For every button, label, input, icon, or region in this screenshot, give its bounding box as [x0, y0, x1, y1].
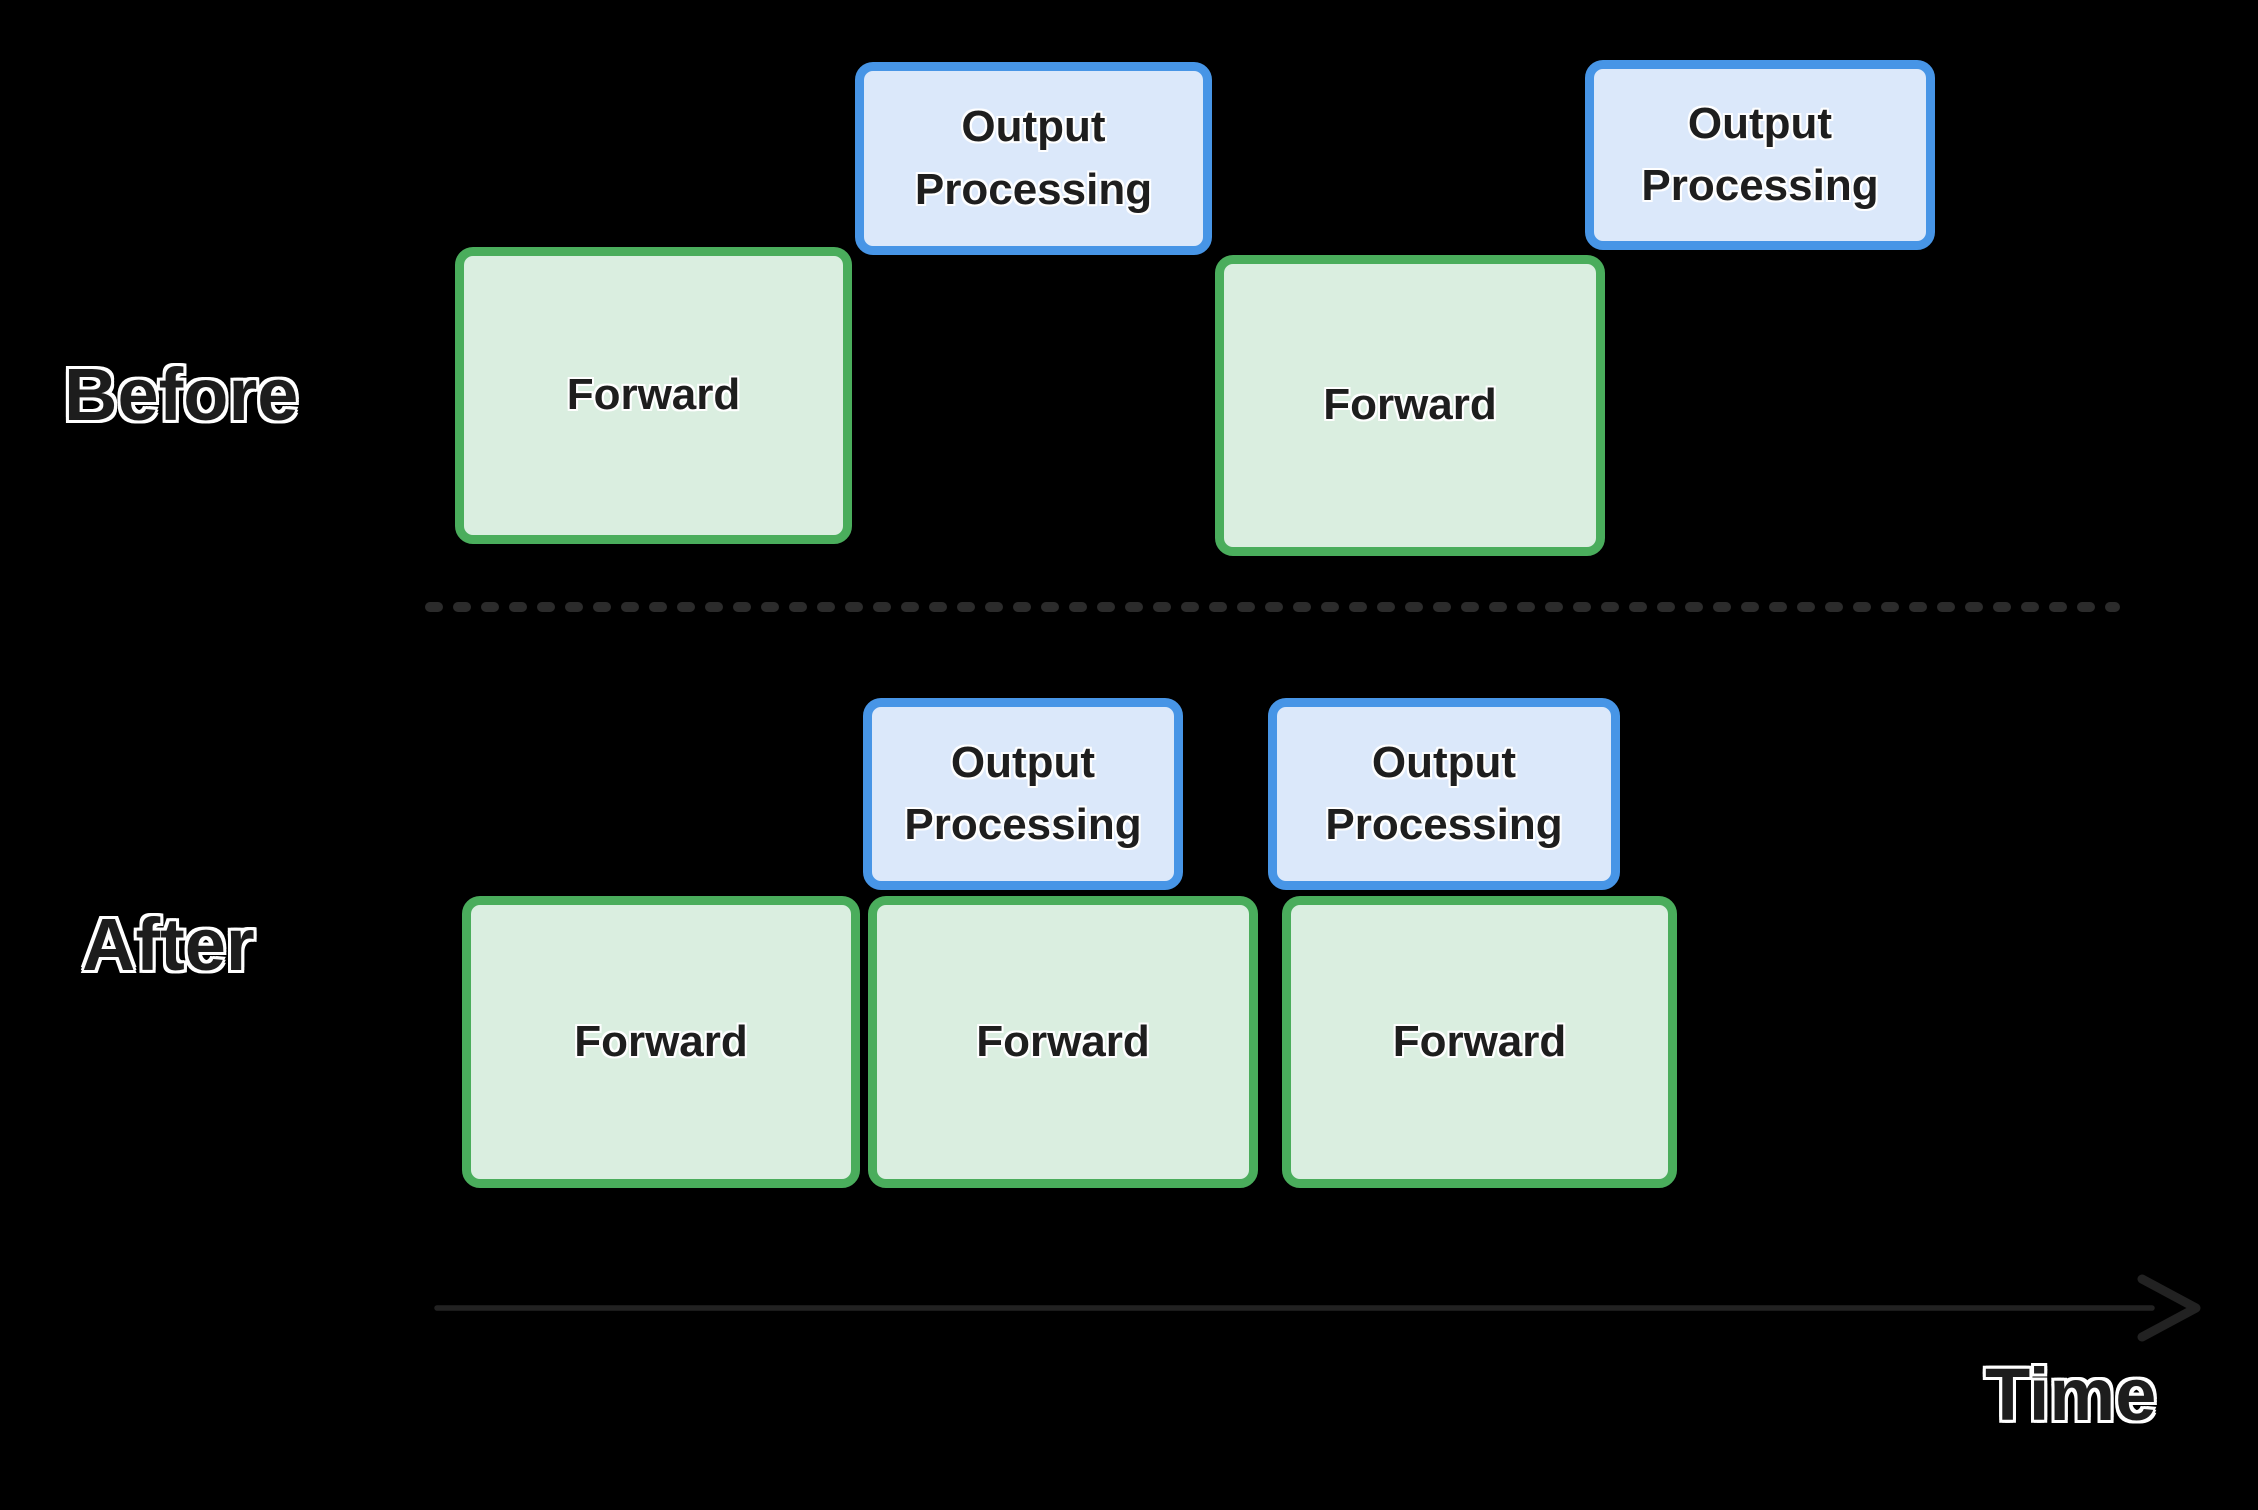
before-output-processing-box-2: Output Processing [1585, 60, 1935, 250]
after-output-processing-box-2-label: Output Processing [1325, 737, 1563, 849]
after-output-processing-box-1-label: Output Processing [904, 737, 1142, 849]
after-output-processing-box-2: Output Processing [1268, 698, 1620, 890]
after-forward-box-3-label: Forward [1392, 1016, 1567, 1066]
before-forward-box-2-label: Forward [1323, 380, 1497, 430]
after-row-label: After [82, 903, 255, 986]
before-forward-box-1: Forward [455, 247, 852, 544]
time-axis-arrowhead-icon [2137, 1274, 2201, 1342]
before-output-processing-box-2-label: Output Processing [1641, 98, 1879, 210]
after-forward-box-2: Forward [868, 896, 1258, 1188]
after-forward-box-2-label: Forward [976, 1016, 1150, 1066]
before-row-label: Before [64, 353, 299, 436]
before-forward-box-1-label: Forward [566, 370, 741, 420]
time-axis-label: Time [1985, 1353, 2157, 1436]
before-forward-box-2: Forward [1215, 255, 1605, 556]
after-forward-box-3: Forward [1282, 896, 1677, 1188]
after-forward-box-1-label: Forward [574, 1016, 748, 1066]
before-output-processing-box-1: Output Processing [855, 62, 1212, 255]
before-output-processing-box-1-label: Output Processing [914, 102, 1153, 214]
after-output-processing-box-1: Output Processing [863, 698, 1183, 890]
after-forward-box-1: Forward [462, 896, 860, 1188]
